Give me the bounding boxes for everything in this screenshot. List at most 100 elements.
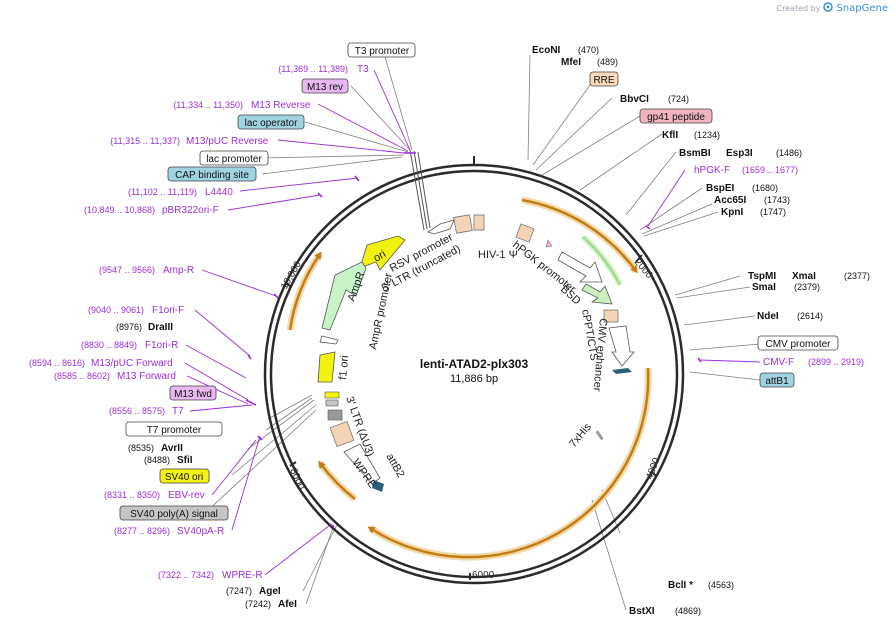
- xmai-label: XmaI: [792, 271, 816, 282]
- ampr-primer-label: Amp-R: [163, 265, 194, 276]
- m13-puc-fwd-range: (8594 .. 8616): [29, 358, 85, 368]
- credit-prefix: Created by: [776, 3, 821, 13]
- credit-brand: SnapGene: [836, 2, 888, 14]
- ltr3-box: [329, 421, 355, 447]
- cmv-f-range: (2899 .. 2919): [808, 357, 864, 367]
- mfei-label: MfeI: [561, 57, 581, 68]
- wpre-r-label: WPRE-R: [222, 570, 263, 581]
- tick-marks: [284, 156, 658, 580]
- afei-label: AfeI: [278, 599, 297, 610]
- tspmi-pos: (2377): [844, 271, 870, 281]
- cmv-enhancer-arrow: [608, 325, 635, 367]
- kpni-pos: (1747): [760, 207, 786, 217]
- primer-labels: (11,369 .. 11,389) T3 (11,334 .. 11,350)…: [29, 64, 864, 581]
- l4440-label: L4440: [205, 187, 233, 198]
- m13-puc-rev-label: M13/pUC Reverse: [186, 136, 269, 147]
- agei-pos: (7247): [226, 586, 252, 596]
- lac-operator-label: lac operator: [245, 118, 298, 129]
- kfli-pos: (1234): [694, 130, 720, 140]
- his-tag-label: 7xHis: [567, 421, 594, 450]
- wpre-r-range: (7322 .. 7342): [158, 570, 214, 580]
- pbr-range: (10,849 .. 10,868): [84, 205, 155, 215]
- sv40-ori-box: [324, 391, 340, 399]
- credit: Created by SnapGene: [776, 2, 888, 14]
- esp3i-label: Esp3I: [726, 148, 753, 159]
- bbvci-label: BbvCI: [620, 94, 649, 105]
- ori-label: ori: [372, 248, 389, 265]
- hpgk-f-label: hPGK-F: [694, 165, 730, 176]
- hpgk-promoter-arrow: [557, 251, 603, 283]
- backbone-inner: [269, 169, 679, 579]
- bsmbi-label: BsmBI: [679, 148, 711, 159]
- m13-fwd-primer-label: M13 Forward: [117, 371, 176, 382]
- f1-ori-arrow: [317, 351, 336, 383]
- m13-reverse-range: (11,334 .. 11,350): [173, 100, 243, 110]
- sv40-ori-label: SV40 ori: [165, 472, 203, 483]
- plasmid-name: lenti-ATAD2-plx303: [420, 357, 529, 371]
- m13-reverse-label: M13 Reverse: [251, 100, 311, 111]
- bstxi-pos: (4869): [675, 606, 701, 616]
- bcli-label: BclI *: [668, 580, 693, 591]
- sfii-pos: (8488): [144, 455, 170, 465]
- acc65i-pos: (1743): [764, 195, 790, 205]
- bbvci-pos: (724): [668, 94, 689, 104]
- gp41-label: gp41 peptide: [647, 112, 705, 123]
- bstxi-label: BstXI: [629, 606, 655, 617]
- tspmi-label: TspMI: [748, 271, 776, 282]
- econi-label: EcoNI: [532, 45, 561, 56]
- ndei-pos: (2614): [797, 311, 823, 321]
- afei-pos: (7242): [245, 599, 271, 609]
- enzyme-labels: (8976) DraIII (8535) AvrII (8488) SfiI (…: [116, 45, 870, 617]
- t3-primer-range: (11,369 .. 11,389): [278, 64, 348, 74]
- ampr-promoter-label: AmpR promoter: [367, 272, 395, 351]
- cmv-f-label: CMV-F: [763, 357, 794, 368]
- l4440-range: (11,102 .. 11,119): [128, 187, 197, 197]
- ampr-primer-range: (9547 .. 9566): [99, 265, 155, 275]
- attb2-marker: [327, 409, 343, 421]
- bsd-label: BSD: [558, 283, 583, 307]
- bspei-label: BspEI: [706, 183, 735, 194]
- cmv-promoter-label: CMV promoter: [765, 339, 831, 350]
- f1-ori-label: f1 ori: [337, 355, 351, 380]
- draiii-pos: (8976): [116, 322, 142, 332]
- pbr-label: pBR322ori-F: [162, 205, 219, 216]
- plasmid-size: 11,886 bp: [450, 373, 498, 385]
- m13-fwd-range: (8585 .. 8602): [54, 371, 110, 381]
- t7-promoter-label: T7 promoter: [147, 425, 202, 436]
- t3-primer-label: T3: [357, 64, 369, 75]
- draiii-label: DraIII: [148, 322, 173, 333]
- m13-fwd-label: M13 fwd: [174, 389, 212, 400]
- m13-puc-rev-range: (11,315 .. 11,337): [110, 136, 180, 146]
- bsd-arrow: [581, 283, 613, 305]
- smai-pos: (2379): [794, 282, 820, 292]
- ltr5-box: [453, 214, 473, 234]
- tick-label-8000: 8000: [287, 467, 307, 492]
- lac-promoter-label: lac promoter: [206, 154, 262, 165]
- m13-puc-fwd-label: M13/pUC Forward: [91, 358, 173, 369]
- bcli-pos: (4563): [708, 580, 734, 590]
- f1ori-r-range: (8830 .. 8849): [81, 340, 137, 350]
- his-tag-marker: [595, 430, 604, 441]
- avrii-pos: (8535): [128, 443, 154, 453]
- attb2-label: attB2: [383, 452, 406, 480]
- gp41-marker: [545, 239, 553, 248]
- ebv-label: EBV-rev: [168, 490, 205, 501]
- primer-markers: [245, 152, 702, 528]
- kpni-label: KpnI: [721, 207, 743, 218]
- m13-rev-label: M13 rev: [307, 82, 343, 93]
- t7-range: (8556 .. 8575): [109, 406, 165, 416]
- hpgk-f-range: (1659 .. 1677): [742, 165, 798, 175]
- smai-label: SmaI: [752, 282, 776, 293]
- avrii-label: AvrII: [161, 443, 183, 454]
- tick-label-6000: 6000: [472, 570, 495, 581]
- ampr-arrow: [321, 261, 367, 331]
- acc65i-label: Acc65I: [714, 195, 746, 206]
- boxed-labels: T3 promoter M13 rev lac operator lac pro…: [119, 42, 839, 521]
- hiv-psi-box: [473, 214, 485, 231]
- sv40-polya-label: SV40 poly(A) signal: [130, 509, 218, 520]
- rsv-promoter-arrow: [427, 219, 455, 235]
- primer-connectors: [184, 69, 761, 576]
- ebv-range: (8331 .. 8350): [104, 490, 160, 500]
- sv40pa-range: (8277 .. 8296): [114, 526, 170, 536]
